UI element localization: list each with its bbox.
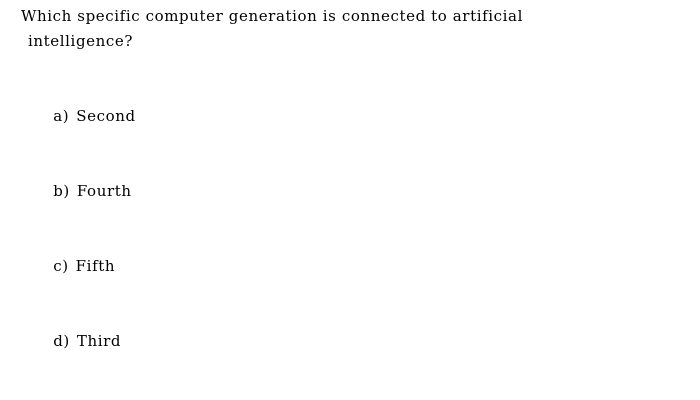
option-c-letter: c) xyxy=(53,257,69,275)
option-d-text: Third xyxy=(76,332,122,350)
option-b-text: Fourth xyxy=(76,182,132,200)
option-a-letter: a) xyxy=(53,107,70,125)
option-a: a) Second xyxy=(21,79,136,154)
option-b-letter: b) xyxy=(53,182,70,200)
option-c-text: Fifth xyxy=(75,257,116,275)
option-d-letter: d) xyxy=(53,332,70,350)
question-line-2: intelligence? xyxy=(28,32,134,50)
option-d: d) Third xyxy=(21,304,136,379)
option-b: b) Fourth xyxy=(21,154,136,229)
option-a-text: Second xyxy=(76,107,136,125)
question-text: Which specific computer generation is co… xyxy=(21,4,621,54)
option-c: c) Fifth xyxy=(21,229,136,304)
answer-options: a) Second b) Fourth c) Fifth d) Third xyxy=(21,79,136,379)
question-line-1: Which specific computer generation is co… xyxy=(21,7,523,25)
